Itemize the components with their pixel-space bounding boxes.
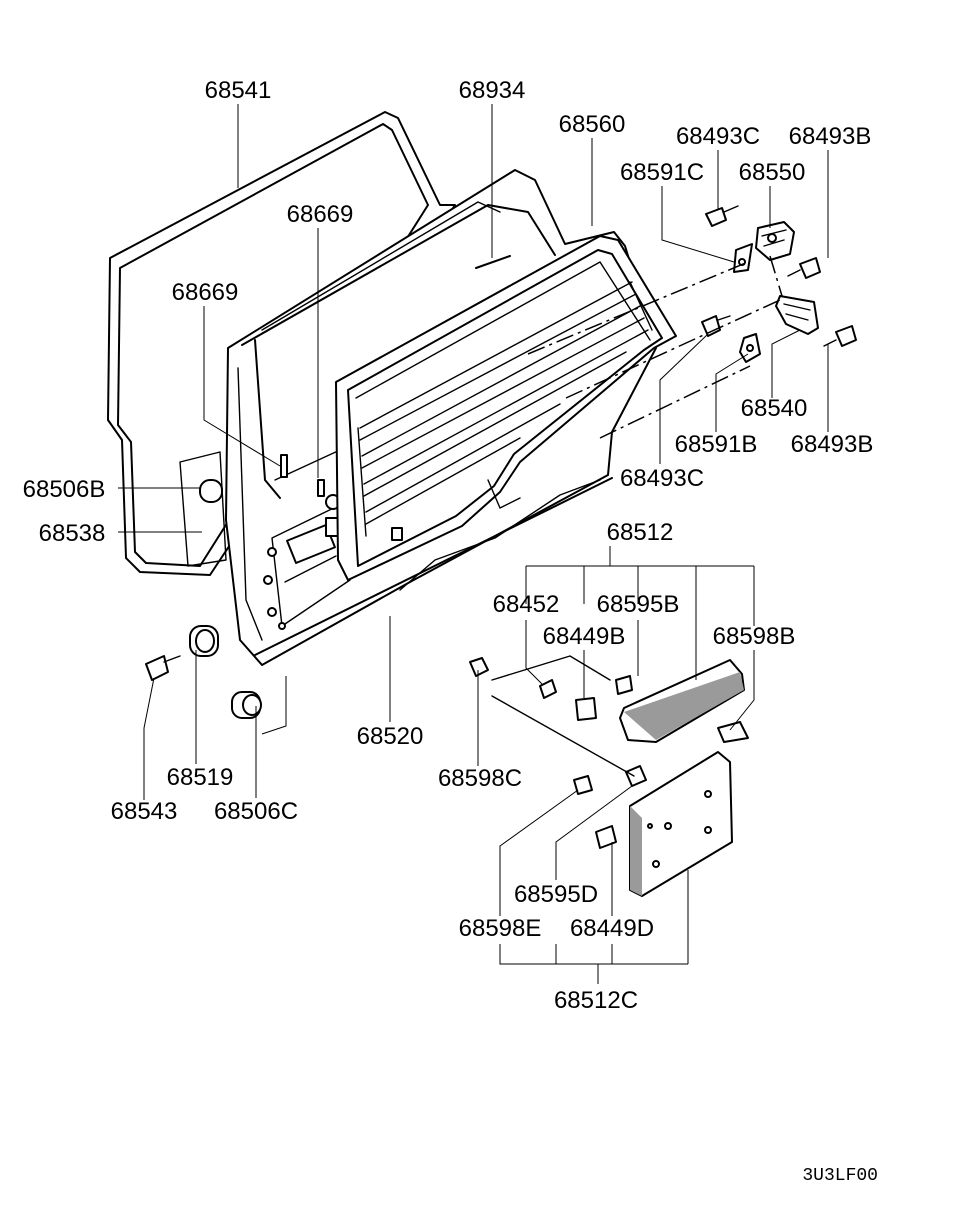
assembly-axis-lines xyxy=(491,655,635,777)
callout-68934: 68934 xyxy=(459,77,526,104)
callout-68493B-bottom: 68493B xyxy=(791,431,874,458)
leader-lines xyxy=(118,104,829,984)
callout-68595D: 68595D xyxy=(514,881,598,908)
figure-code: 3U3LF00 xyxy=(802,1166,878,1186)
callout-68520: 68520 xyxy=(357,723,424,750)
callout-labels: 68541 68934 68560 68493C 68493B 68591C 6… xyxy=(23,77,878,1186)
callout-68449B: 68449B xyxy=(543,623,626,650)
bumper-68519 xyxy=(189,625,219,657)
callout-68506C: 68506C xyxy=(214,798,298,825)
callout-68543: 68543 xyxy=(111,798,178,825)
garnish-68598B xyxy=(619,659,749,743)
bumper-68506C xyxy=(231,691,262,719)
callout-68669-b: 68669 xyxy=(172,279,239,306)
callout-68598E: 68598E xyxy=(459,915,542,942)
bolts-hinge xyxy=(701,205,857,347)
callout-68512C: 68512C xyxy=(554,987,638,1014)
glass-68560 xyxy=(335,235,677,581)
callout-68452: 68452 xyxy=(493,591,560,618)
plate-panel-68512C xyxy=(629,751,733,897)
callout-68449D: 68449D xyxy=(570,915,654,942)
callout-68598C: 68598C xyxy=(438,765,522,792)
callout-68669-a: 68669 xyxy=(287,201,354,228)
callout-68506B: 68506B xyxy=(23,476,106,503)
callout-68493C-top: 68493C xyxy=(676,123,760,150)
bracket-68591C xyxy=(733,243,753,273)
callout-68591B: 68591B xyxy=(675,431,758,458)
callout-68560: 68560 xyxy=(559,111,626,138)
bumper-68506B xyxy=(179,451,227,567)
hinge-68540 xyxy=(775,295,819,335)
callout-68493B-top: 68493B xyxy=(789,123,872,150)
callout-68598B: 68598B xyxy=(713,623,796,650)
weatherstrip-68541 xyxy=(107,111,456,576)
bracket-68591B xyxy=(739,333,761,363)
callout-68538: 68538 xyxy=(39,520,106,547)
callout-68519: 68519 xyxy=(167,764,234,791)
bolt-68543 xyxy=(145,655,181,681)
hinge-axis-lines xyxy=(527,255,783,439)
callout-68595B: 68595B xyxy=(597,591,680,618)
callout-68550: 68550 xyxy=(739,159,806,186)
clips-and-screws xyxy=(469,657,647,849)
callout-68512: 68512 xyxy=(607,519,674,546)
callout-68591C: 68591C xyxy=(620,159,704,186)
hinge-68550 xyxy=(755,221,795,261)
label-plate-68934 xyxy=(475,255,511,269)
callout-68493C-bottom: 68493C xyxy=(620,465,704,492)
callout-68541: 68541 xyxy=(205,77,272,104)
callout-68540: 68540 xyxy=(741,395,808,422)
